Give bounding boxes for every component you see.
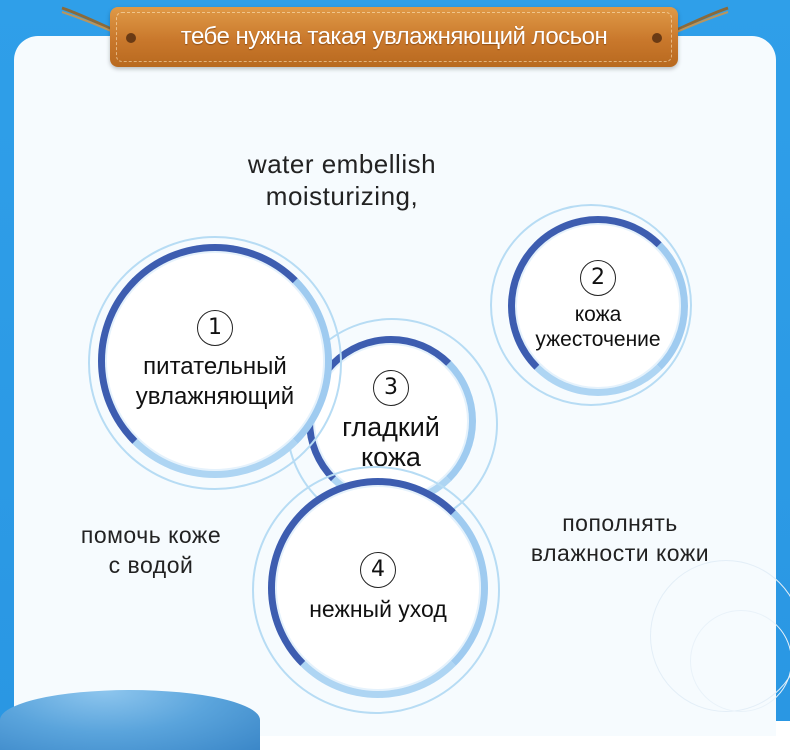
circle-2 bbox=[508, 216, 688, 396]
banner-title: тебе нужна такая увлажняющий лосьон bbox=[180, 23, 608, 50]
circle-2-line-1: кожа bbox=[574, 303, 622, 326]
nail-left-icon bbox=[126, 33, 136, 43]
decor-ring-2 bbox=[690, 610, 790, 712]
circle-1-line-1: питательный bbox=[143, 353, 287, 380]
side-right-line-2: влажности кожи bbox=[530, 540, 710, 566]
product-heading: water embellish moisturizing, bbox=[222, 148, 462, 212]
circle-2-line-2: ужесточение bbox=[535, 328, 661, 351]
circle-4 bbox=[268, 478, 488, 698]
circle-2-outer-ring bbox=[490, 204, 692, 406]
water-splash-decoration bbox=[0, 690, 260, 750]
side-text-left: помочь коже с водой bbox=[56, 520, 246, 580]
side-left-line-1: помочь коже bbox=[80, 522, 222, 548]
circle-3-number: 3 bbox=[373, 370, 409, 406]
circle-3-line-1: гладкий bbox=[342, 412, 440, 442]
side-right-line-1: пополнять bbox=[562, 510, 678, 536]
circle-1-outer-ring bbox=[88, 236, 342, 490]
decor-ring-1 bbox=[650, 560, 790, 712]
nail-right-icon bbox=[652, 33, 662, 43]
side-left-line-2: с водой bbox=[108, 552, 194, 578]
circle-1-line-2: увлажняющий bbox=[135, 383, 295, 410]
heading-line-2: moisturizing, bbox=[265, 181, 419, 211]
circle-4-outer-ring bbox=[252, 466, 500, 714]
title-banner: тебе нужна такая увлажняющий лосьон bbox=[110, 7, 678, 67]
circle-4-line-1: нежный уход bbox=[309, 596, 447, 622]
circle-2-number: 2 bbox=[580, 260, 616, 296]
circle-2-content: 2 кожа ужесточение bbox=[515, 223, 681, 389]
circle-4-number: 4 bbox=[360, 552, 396, 588]
circle-4-content: 4 нежный уход bbox=[275, 485, 481, 691]
side-text-right: пополнять влажности кожи bbox=[498, 508, 742, 568]
heading-line-1: water embellish bbox=[247, 149, 437, 179]
circle-1-number: 1 bbox=[197, 310, 233, 346]
rope-right-icon bbox=[671, 6, 729, 35]
circle-1-content: 1 питательный увлажняющий bbox=[105, 251, 325, 471]
circle-1 bbox=[98, 244, 332, 478]
